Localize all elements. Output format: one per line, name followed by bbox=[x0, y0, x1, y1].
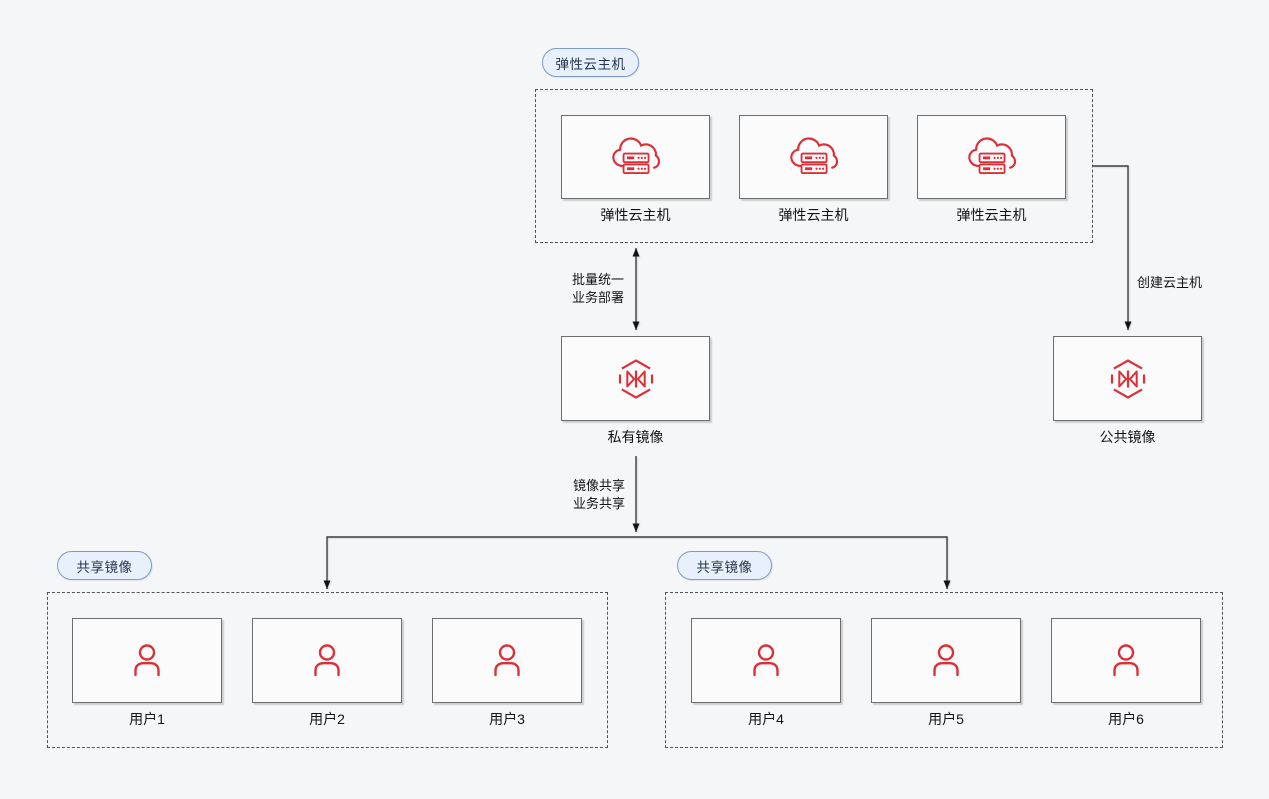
share-badge-left: 共享镜像 bbox=[57, 551, 152, 580]
public-image-label: 公共镜像 bbox=[1099, 429, 1156, 445]
share-group-left-container bbox=[47, 592, 608, 748]
ecs-node-label: 弹性云主机 bbox=[956, 207, 1027, 223]
private-image-node: 私有镜像 bbox=[561, 336, 710, 445]
edge-label-batch-deploy: 批量统一 业务部署 bbox=[571, 272, 624, 305]
user-icon bbox=[134, 643, 160, 676]
edge-share-split bbox=[323, 536, 951, 589]
user-icon bbox=[1113, 643, 1139, 676]
private-image-label: 私有镜像 bbox=[607, 429, 664, 445]
share-group-right-container bbox=[665, 592, 1223, 748]
ecs-node-label: 弹性云主机 bbox=[778, 207, 849, 223]
user-node-label: 用户4 bbox=[748, 711, 784, 727]
user-node-label: 用户3 bbox=[489, 711, 525, 727]
cloud-server-icon bbox=[968, 137, 1017, 175]
ecs-node-3: 弹性云主机 bbox=[917, 115, 1066, 223]
ecs-node-box bbox=[739, 115, 888, 199]
user-node-1: 用户1 bbox=[72, 618, 222, 727]
user-icon bbox=[753, 643, 779, 676]
user-node-3: 用户3 bbox=[432, 618, 582, 727]
edge-create-server bbox=[1093, 165, 1132, 330]
user-node-label: 用户5 bbox=[928, 711, 964, 727]
cloud-server-icon bbox=[612, 137, 661, 175]
edge-label-create-server: 创建云主机 bbox=[1137, 275, 1203, 290]
user-node-6: 用户6 bbox=[1051, 618, 1201, 727]
ecs-group-container bbox=[535, 89, 1093, 243]
ecs-node-box bbox=[561, 115, 710, 199]
cloud-server-icon bbox=[790, 137, 839, 175]
user-node-box bbox=[252, 618, 402, 703]
ecs-node-label: 弹性云主机 bbox=[600, 207, 671, 223]
user-node-2: 用户2 bbox=[252, 618, 402, 727]
user-icon bbox=[933, 643, 959, 676]
ecs-node-1: 弹性云主机 bbox=[561, 115, 710, 223]
user-node-label: 用户2 bbox=[309, 711, 345, 727]
public-image-box bbox=[1053, 336, 1202, 421]
user-node-4: 用户4 bbox=[691, 618, 841, 727]
user-node-label: 用户6 bbox=[1108, 711, 1144, 727]
user-icon bbox=[494, 643, 520, 676]
share-badge-right: 共享镜像 bbox=[677, 551, 772, 580]
user-node-box bbox=[691, 618, 841, 703]
private-image-box bbox=[561, 336, 710, 421]
image-service-icon bbox=[1110, 358, 1145, 399]
ecs-node-2: 弹性云主机 bbox=[739, 115, 888, 223]
image-service-icon bbox=[618, 358, 653, 399]
user-node-box bbox=[871, 618, 1021, 703]
ecs-node-box bbox=[917, 115, 1066, 199]
public-image-node: 公共镜像 bbox=[1053, 336, 1202, 445]
user-node-label: 用户1 bbox=[129, 711, 165, 727]
user-node-box bbox=[1051, 618, 1201, 703]
user-icon bbox=[314, 643, 340, 676]
user-node-box bbox=[72, 618, 222, 703]
edge-label-image-share: 镜像共享 业务共享 bbox=[572, 478, 625, 511]
user-node-5: 用户5 bbox=[871, 618, 1021, 727]
ecs-badge: 弹性云主机 bbox=[542, 48, 639, 77]
user-node-box bbox=[432, 618, 582, 703]
